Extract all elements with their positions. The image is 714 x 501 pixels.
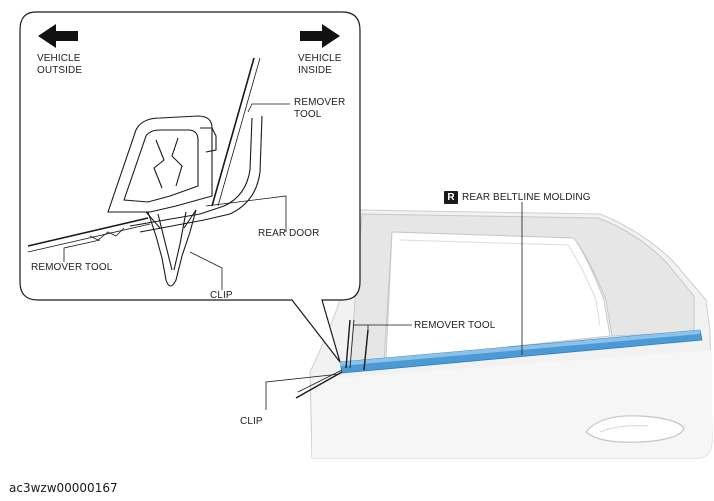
figure-id-caption: ac3wzw00000167 [9,481,118,495]
label-vehicle-outside: VEHICLE OUTSIDE [37,53,82,77]
label-remover-tool-main: REMOVER TOOL [414,320,496,331]
main-remover-tools [295,319,369,399]
label-remover-tool-detail-right: REMOVER TOOL [294,97,345,121]
label-vehicle-outside-line2: OUTSIDE [37,65,83,76]
rear-badge-icon: R [444,191,458,204]
label-remover-line1: REMOVER [294,97,346,108]
rear-door-panel-section [129,115,263,233]
detail-remover-tools [27,57,261,253]
label-rear-beltline-molding: REAR BELTLINE MOLDING [462,192,591,203]
leader-lines [265,202,523,410]
label-vehicle-inside: VEHICLE INSIDE [298,53,342,77]
detail-leader-lines [63,103,290,290]
label-vehicle-outside-line1: VEHICLE [37,53,81,64]
label-remover-tool-detail-left: REMOVER TOOL [31,262,113,273]
rear-beltline-molding [339,329,703,374]
door-handle [585,415,685,443]
label-clip-detail: CLIP [210,290,233,301]
label-vehicle-inside-line1: VEHICLE [298,53,342,64]
label-vehicle-inside-line2: INSIDE [298,65,332,76]
arrow-right-icon [300,24,340,48]
arrow-left-icon [38,24,78,48]
label-rear-door: REAR DOOR [258,228,320,239]
rear-door-illustration [309,209,713,459]
label-clip-main: CLIP [240,416,263,427]
label-remover-line2: TOOL [294,109,322,120]
clip-cross-section [107,115,217,287]
